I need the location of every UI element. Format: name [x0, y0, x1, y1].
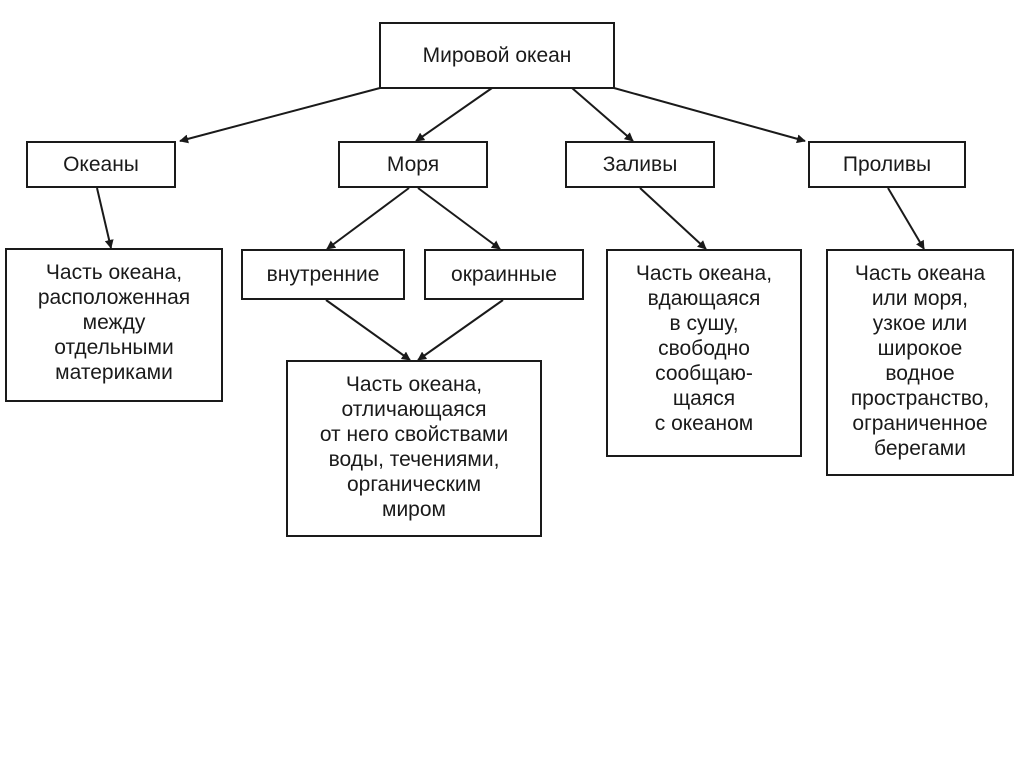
definition-line: материками: [55, 361, 173, 384]
arrow-bays-to-definition: [639, 187, 707, 250]
definition-seas: Часть океана, отличающаяся от него свойс…: [286, 360, 542, 537]
arrow-seas-to-inner: [326, 187, 410, 250]
definition-line: широкое: [877, 337, 963, 360]
definition-line: Часть океана,: [45, 261, 183, 284]
definition-line: между: [82, 311, 146, 334]
definition-line: в сушу,: [669, 312, 739, 335]
definition-line: Часть океана: [854, 262, 986, 285]
definition-line: ограниченное: [852, 412, 988, 435]
definition-line: с океаном: [654, 412, 754, 435]
definition-oceans: Часть океана, расположенная между отдель…: [5, 248, 223, 402]
arrow-oceans-to-definition: [96, 187, 114, 249]
sea-type-marginal-label: окраинные: [451, 263, 557, 286]
category-seas-label: Моря: [386, 153, 440, 176]
definition-line: отдельными: [54, 336, 174, 359]
arrow-root-to-oceans: [179, 87, 381, 144]
root-label: Мировой океан: [422, 44, 572, 67]
category-bays-label: Заливы: [602, 153, 678, 176]
definition-bays: Часть океана, вдающаяся в сушу, свободно…: [606, 249, 802, 457]
category-bays: Заливы: [565, 141, 715, 188]
arrow-marginal-to-definition: [417, 299, 504, 361]
definition-line: от него свойствами: [319, 423, 509, 446]
category-oceans-label: Океаны: [63, 153, 139, 176]
category-straits-label: Проливы: [842, 153, 932, 176]
arrow-straits-to-definition: [887, 187, 925, 250]
definition-line: миром: [382, 498, 446, 521]
arrow-root-to-straits: [613, 87, 806, 144]
arrow-inner-to-definition: [325, 299, 411, 361]
definition-line: пространство,: [850, 387, 990, 410]
definition-line: Часть океана,: [345, 373, 483, 396]
definition-line: Часть океана,: [635, 262, 773, 285]
definition-straits: Часть океана или моря, узкое или широкое…: [826, 249, 1014, 476]
arrow-root-to-seas: [415, 87, 493, 142]
definition-line: воды, течениями,: [328, 448, 500, 471]
category-straits: Проливы: [808, 141, 966, 188]
definition-line: узкое или: [872, 312, 968, 335]
arrow-root-to-bays: [571, 87, 634, 142]
definition-line: щаяся: [672, 387, 736, 410]
definition-line: расположенная: [37, 286, 191, 309]
category-oceans: Океаны: [26, 141, 176, 188]
definition-line: отличающаяся: [341, 398, 487, 421]
sea-type-marginal: окраинные: [424, 249, 584, 300]
category-seas: Моря: [338, 141, 488, 188]
definition-line: органическим: [346, 473, 482, 496]
sea-type-inner: внутренние: [241, 249, 405, 300]
definition-line: сообщаю-: [655, 362, 753, 385]
arrow-seas-to-marginal: [417, 187, 501, 250]
root-node: Мировой океан: [379, 22, 615, 89]
sea-type-inner-label: внутренние: [266, 263, 380, 286]
definition-line: водное: [885, 362, 955, 385]
definition-line: вдающаяся: [647, 287, 761, 310]
definition-line: или моря,: [871, 287, 969, 310]
definition-line: берегами: [874, 437, 966, 460]
definition-line: свободно: [658, 337, 750, 360]
